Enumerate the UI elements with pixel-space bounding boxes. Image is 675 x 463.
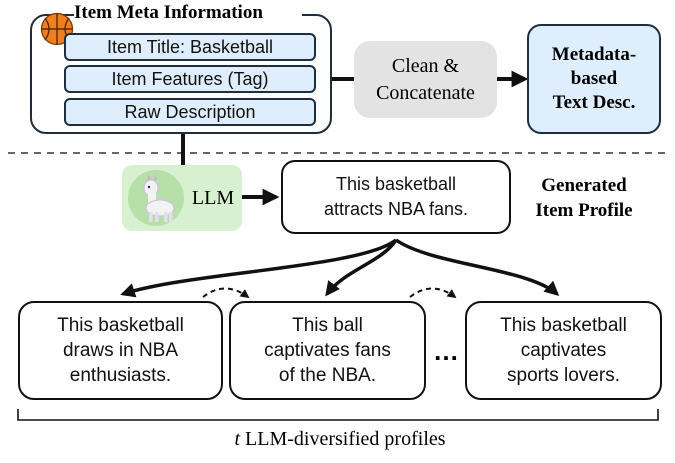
clean-concatenate-step: Clean & Concatenate xyxy=(354,41,497,118)
arrow-profile-to-variant-2 xyxy=(325,238,398,297)
arrow-profile-to-variant-1 xyxy=(120,238,398,298)
arrow-profile-to-variant-3 xyxy=(395,238,560,296)
bottom-brace xyxy=(17,409,659,421)
meta-field-title: Item Title: Basketball xyxy=(64,33,316,61)
generated-profile-box: This basketball attracts NBA fans. xyxy=(281,160,511,234)
ellipsis: … xyxy=(433,335,459,366)
variant-profile-1: This basketball draws in NBA enthusiasts… xyxy=(18,301,223,400)
meta-panel-title: Item Meta Information xyxy=(74,1,302,25)
metadata-text-description: Metadata- based Text Desc. xyxy=(527,24,661,134)
footer-variable: t xyxy=(234,427,241,450)
llama-icon xyxy=(126,168,186,228)
variant-profile-3: This basketball captivates sports lovers… xyxy=(465,301,662,400)
footer-text: LLM-diversified profiles xyxy=(240,427,446,450)
dashed-arrow-2 xyxy=(409,287,457,299)
generated-profile-caption: Generated Item Profile xyxy=(535,175,633,221)
variant-profile-2: This ball captivates fans of the NBA. xyxy=(229,301,426,400)
meta-field-features: Item Features (Tag) xyxy=(64,65,316,93)
dashed-arrow-1 xyxy=(202,287,250,299)
llm-block: LLM xyxy=(122,165,242,231)
meta-field-description: Raw Description xyxy=(64,98,316,126)
footer-caption: t LLM-diversified profiles xyxy=(140,424,540,454)
llama-icon-svg xyxy=(128,170,184,226)
llm-label: LLM xyxy=(191,186,235,209)
